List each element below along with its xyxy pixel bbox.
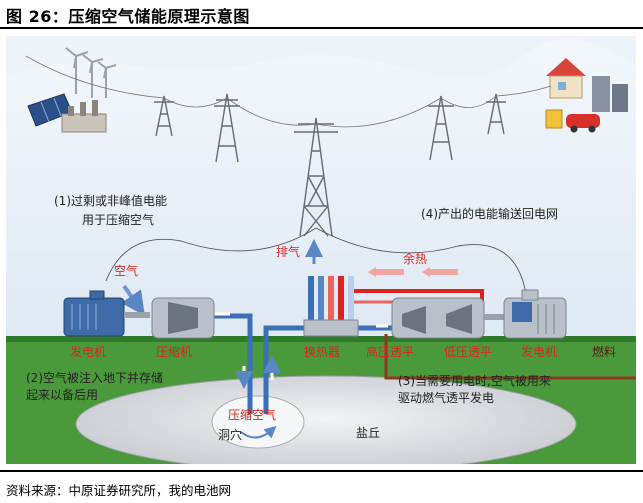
turbines xyxy=(391,297,504,339)
heat-exchanger-label: 换热器 xyxy=(304,345,341,359)
cavern xyxy=(211,395,305,449)
compressor-label: 压缩机 xyxy=(156,345,193,359)
power-lines xyxy=(25,55,552,128)
step1-label-line2: 用于压缩空气 xyxy=(82,213,155,227)
transmission-towers xyxy=(154,93,506,237)
step4-label: (4)产出的电能输送回电网 xyxy=(421,207,558,221)
fuel-pipe xyxy=(384,334,636,380)
town-consumers-icon xyxy=(545,58,628,133)
step2-label-line1: (2)空气被注入地下并存储 xyxy=(26,371,163,385)
salt-dome xyxy=(75,375,577,464)
salt-dome-label: 盐丘 xyxy=(356,426,381,440)
flow-line-out xyxy=(315,227,527,295)
ground-edge xyxy=(6,336,636,342)
cavern-air-swirl xyxy=(240,426,277,439)
compressor xyxy=(151,297,215,339)
step3-label-line1: (3)当需要用电时,空气被用来 xyxy=(398,374,551,388)
figure-source: 资料来源：中原证券研究所，我的电池网 xyxy=(6,483,232,498)
step3-label-line2: 驱动燃气透平发电 xyxy=(398,391,495,405)
flow-line-in xyxy=(105,227,317,282)
generator-right-label: 发电机 xyxy=(521,345,558,359)
fuel-label: 燃料 xyxy=(592,345,617,359)
bottom-rule xyxy=(0,470,643,472)
generator-right xyxy=(503,289,567,339)
lp-turbine-label: 低压透平 xyxy=(444,345,493,359)
air-intake-arrow xyxy=(121,284,145,316)
clouds xyxy=(6,36,636,77)
figure-title: 图 26：压缩空气储能原理示意图 xyxy=(6,7,250,26)
step2-label-line2: 起来以备后用 xyxy=(26,388,99,402)
air-label: 空气 xyxy=(114,264,139,278)
renewable-generation-icon xyxy=(27,47,117,133)
step1-label-line1: (1)过剩或非峰值电能 xyxy=(54,194,167,208)
generator-left-label: 发电机 xyxy=(70,345,107,359)
waste-heat-label: 余热 xyxy=(403,252,428,266)
heat-exchanger xyxy=(303,239,359,337)
diagram-canvas xyxy=(6,36,636,464)
generator-left xyxy=(63,290,150,337)
hp-turbine-label: 高压透平 xyxy=(366,345,415,359)
exhaust-label: 排气 xyxy=(276,245,301,259)
title-rule xyxy=(0,27,643,29)
compressed-air-label: 压缩空气 xyxy=(228,408,277,422)
cavern-label: 洞穴 xyxy=(218,428,243,442)
diagram-frame: (1)过剩或非峰值电能 用于压缩空气 (4)产出的电能输送回电网 空气 排气 余… xyxy=(6,36,636,464)
